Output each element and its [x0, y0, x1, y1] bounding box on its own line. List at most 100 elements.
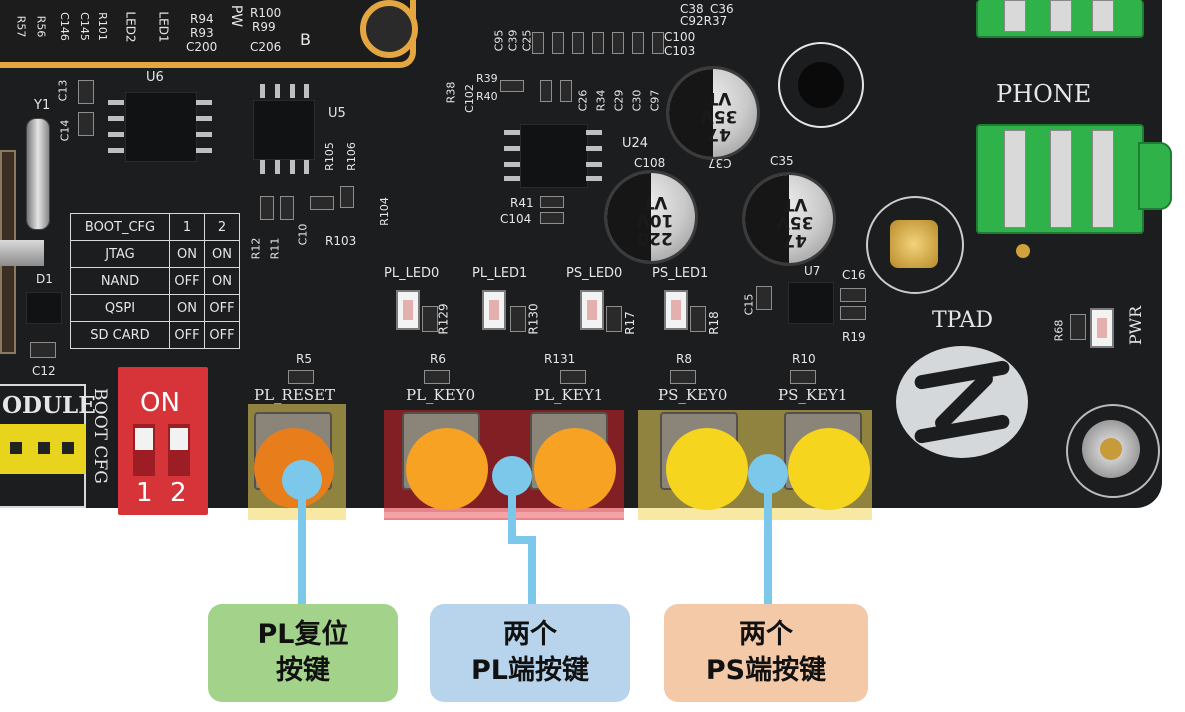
callout-ps-keys-line2: PS端按键: [705, 655, 827, 686]
silk-led2: LED2: [123, 11, 138, 43]
dip-toggle-1[interactable]: [133, 424, 155, 476]
silk-boot-cfg-vertical: BOOT CFG: [90, 388, 110, 484]
silk-r34: R34: [594, 89, 608, 112]
silk-tpad: TPAD: [932, 308, 993, 333]
crystal-y1: [26, 118, 50, 230]
capacitor-47uf-bottom: 47 35V VT: [742, 172, 836, 266]
dip-toggle-2[interactable]: [168, 424, 190, 476]
silk-c38: C38: [680, 2, 704, 16]
dip-1-label: 1: [136, 478, 153, 508]
callout-line-pl-a: [508, 476, 516, 542]
silk-r10: R10: [792, 352, 816, 366]
silk-r94: R94: [190, 12, 214, 26]
chip-u5: [253, 100, 315, 160]
table-row: QSPI ON OFF: [70, 294, 240, 322]
silk-d1: D1: [36, 272, 53, 286]
silk-pl-reset: PL_RESET: [254, 386, 336, 404]
silk-c10: C10: [296, 223, 310, 246]
pl-led0: [396, 290, 420, 330]
chip-u6: [125, 92, 197, 162]
silk-pl-led1: PL_LED1: [472, 266, 528, 281]
silk-phone: PHONE: [996, 80, 1092, 108]
silk-c200: C200: [186, 40, 218, 54]
silk-r39: R39: [476, 72, 498, 85]
silk-y1: Y1: [34, 98, 51, 113]
silk-c35: C35: [770, 154, 794, 168]
silk-r56: R56: [34, 15, 48, 38]
silk-c29: C29: [612, 89, 626, 112]
ps-key0-button[interactable]: [666, 428, 748, 510]
pl-key1-button[interactable]: [534, 428, 616, 510]
callout-line-reset: [298, 480, 306, 606]
silk-pl-led0: PL_LED0: [384, 266, 440, 281]
callout-pl-reset-line1: PL复位: [257, 619, 349, 650]
silk-c16: C16: [842, 268, 866, 282]
callout-pl-keys-line1: 两个: [503, 619, 557, 650]
boot-cfg-table: BOOT_CFG 1 2 JTAG ON ON NAND OFF ON QSPI…: [70, 213, 240, 349]
silk-c95: C95: [492, 29, 506, 52]
silk-pw: PW: [228, 4, 245, 28]
callout-line-pl-b: [508, 536, 536, 544]
phone-jack-barrel: [1138, 142, 1172, 210]
silk-u6: U6: [146, 70, 164, 85]
highlight-pl-keys-edge: [384, 512, 624, 518]
silk-r100: R100: [250, 6, 282, 20]
silk-r131: R131: [544, 352, 576, 366]
chip-u24: [520, 124, 588, 188]
diode-d1: [26, 292, 62, 324]
silk-r101: R101: [95, 12, 109, 41]
silk-c103: C103: [664, 44, 696, 58]
touch-pad[interactable]: [896, 346, 1028, 458]
ps-led1: [664, 290, 688, 330]
silk-ps-key0: PS_KEY0: [658, 386, 728, 404]
silk-r68: R68: [1052, 319, 1066, 342]
silk-c14: C14: [58, 119, 72, 142]
silk-r8: R8: [676, 352, 692, 366]
silk-u5: U5: [328, 106, 346, 121]
silk-c97: C97: [648, 89, 662, 112]
silk-pl-key0: PL_KEY0: [406, 386, 476, 404]
ps-key1-button[interactable]: [788, 428, 870, 510]
silk-r106: R106: [344, 142, 358, 171]
silk-r41: R41: [510, 196, 534, 210]
silk-c108: C108: [634, 156, 666, 170]
brass-standoff: [866, 196, 964, 294]
callout-pl-keys-line2: PL端按键: [471, 655, 589, 686]
core-module-edge: [0, 0, 416, 68]
silk-c13: C13: [56, 79, 70, 102]
silk-led1: LED1: [156, 11, 171, 43]
hex-standoff: [1066, 404, 1160, 498]
silk-c39: C39: [506, 29, 520, 52]
silk-r17: R17: [622, 311, 637, 335]
silk-r38: R38: [444, 81, 458, 104]
silk-r12: R12: [249, 237, 263, 260]
table-row: NAND OFF ON: [70, 267, 240, 295]
callout-pl-reset: PL复位 按键: [208, 604, 398, 702]
audio-jack-top[interactable]: [976, 0, 1144, 38]
dip-on-label: ON: [140, 388, 180, 418]
silk-ps-key1: PS_KEY1: [778, 386, 848, 404]
silk-pwr: PWR: [1126, 305, 1146, 346]
silk-c30: C30: [630, 89, 644, 112]
silk-ps-led1: PS_LED1: [652, 266, 709, 281]
silk-ps-led0: PS_LED0: [566, 266, 623, 281]
silk-r99: R99: [252, 20, 276, 34]
silk-u7: U7: [804, 264, 821, 278]
silk-c26: C26: [576, 89, 590, 112]
callout-ps-keys: 两个 PS端按键: [664, 604, 868, 702]
dip-2-label: 2: [170, 478, 187, 508]
pl-led1: [482, 290, 506, 330]
silk-c145: C145: [77, 12, 91, 41]
callout-line-ps: [764, 474, 772, 606]
silk-pl-key1: PL_KEY1: [534, 386, 604, 404]
silk-c100: C100: [664, 30, 696, 44]
phone-jack[interactable]: [976, 124, 1144, 234]
silk-b: B: [300, 30, 311, 49]
pwr-led: [1090, 308, 1114, 348]
table-row: SD CARD OFF OFF: [70, 321, 240, 349]
silk-r104: R104: [377, 197, 391, 226]
mounting-hole-ring: [778, 42, 864, 128]
callout-ps-keys-line1: 两个: [739, 619, 793, 650]
pl-key0-button[interactable]: [406, 428, 488, 510]
silk-r93: R93: [190, 26, 214, 40]
